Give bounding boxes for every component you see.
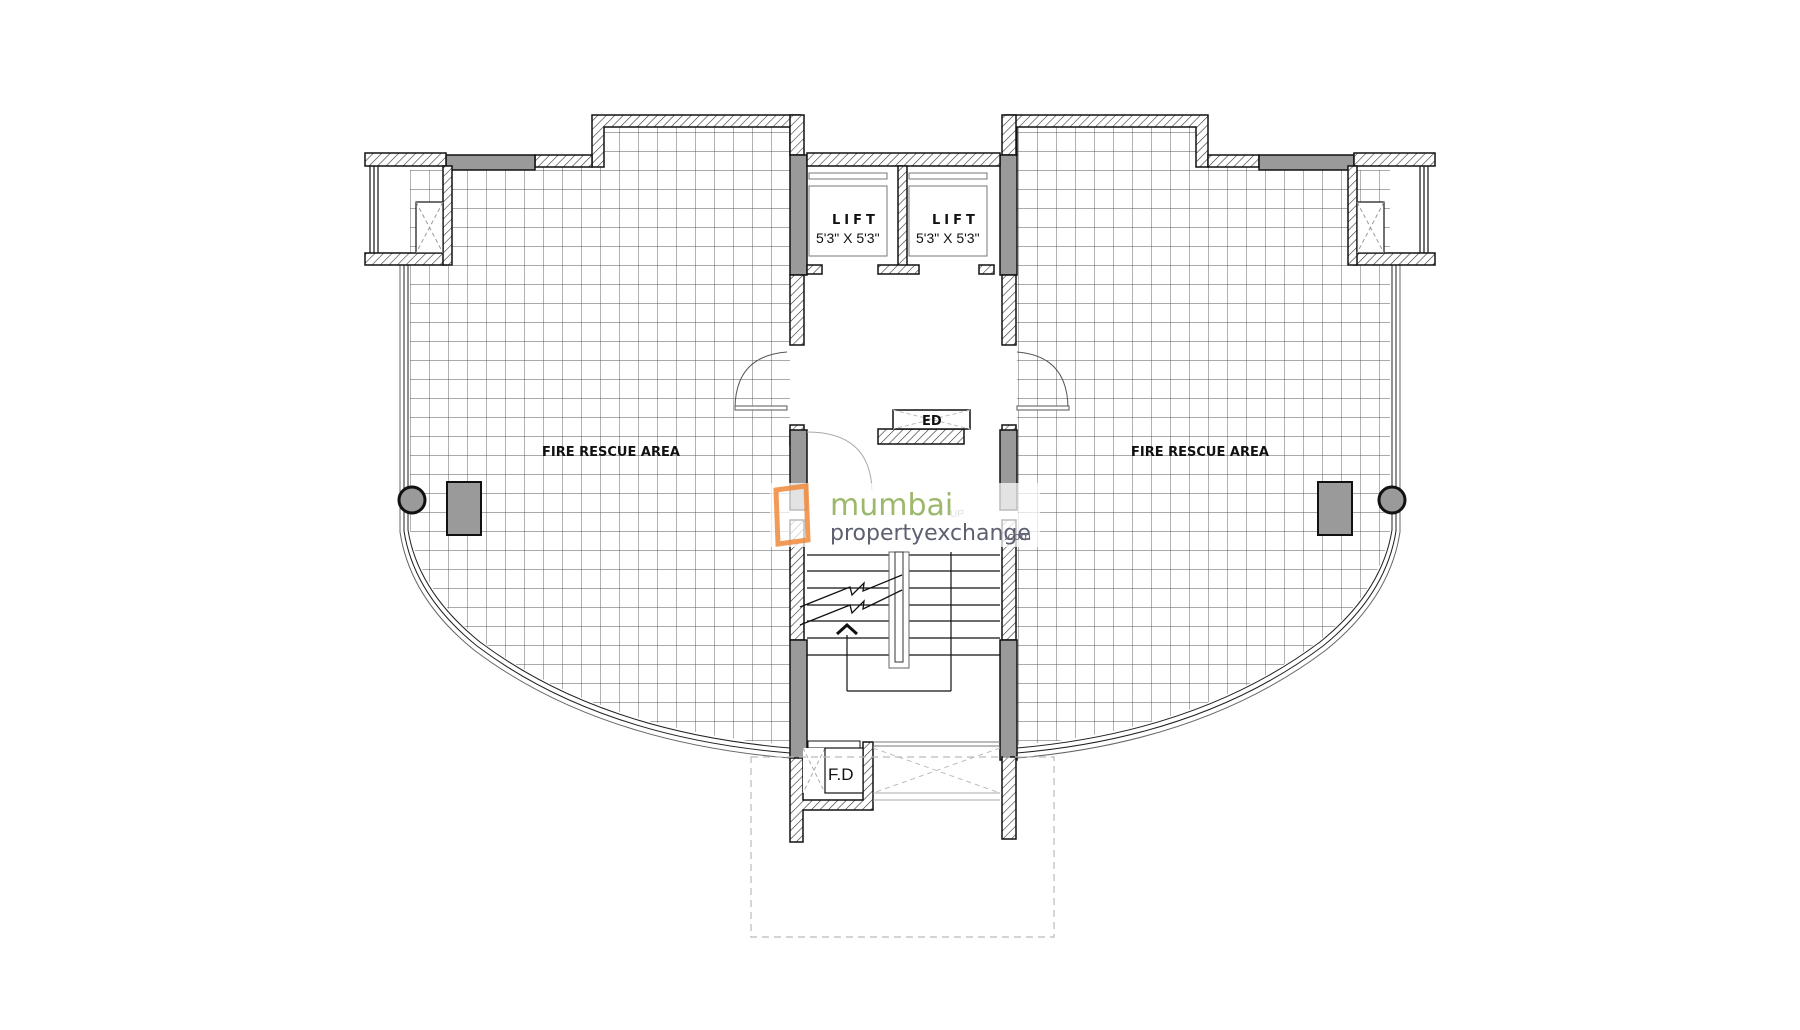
left-area-label: FIRE RESCUE AREA (542, 445, 680, 460)
logo-icon (773, 483, 811, 547)
right-area-label: FIRE RESCUE AREA (1131, 445, 1269, 460)
right-fire-rescue-area: FIRE RESCUE AREA (1004, 114, 1436, 759)
left-column-circle (397, 485, 427, 515)
watermark-logo: mumbai propertyexchange .com (770, 483, 1040, 547)
right-column-circle (1377, 485, 1407, 515)
electric-duct: ED (877, 409, 971, 445)
lift-2-dimensions: 5'3" X 5'3" (916, 230, 980, 246)
staircase: UP (799, 509, 1000, 692)
fire-duct: F.D (802, 740, 864, 794)
watermark-com: .com (1004, 530, 1031, 543)
central-core: LIFT 5'3" X 5'3" LIFT 5'3" X 5'3" ED (750, 114, 1055, 938)
right-column-rect (1317, 481, 1353, 536)
lift-2: LIFT 5'3" X 5'3" (908, 172, 988, 257)
lift-2-label: LIFT (932, 213, 979, 228)
left-fire-rescue-area: FIRE RESCUE AREA (364, 114, 801, 759)
fd-label: F.D (828, 765, 854, 784)
entrance-canopy (750, 741, 1055, 938)
lift-1-dimensions: 5'3" X 5'3" (816, 230, 880, 246)
watermark-propertyexchange: propertyexchange (830, 521, 1031, 546)
left-column-rect (446, 481, 482, 536)
lift-1-label: LIFT (832, 213, 879, 228)
lift-1: LIFT 5'3" X 5'3" (808, 172, 888, 257)
watermark-mumbai: mumbai (830, 488, 953, 523)
ed-label: ED (922, 414, 942, 429)
